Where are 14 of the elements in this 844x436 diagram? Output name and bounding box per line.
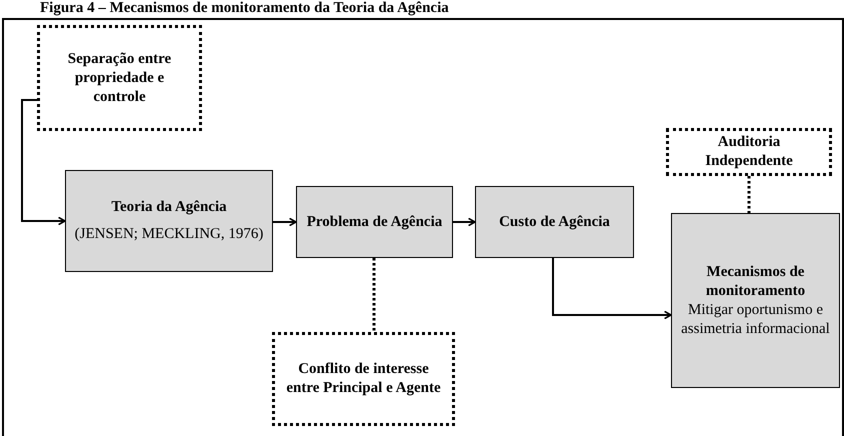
note-box: Conflito de interesse entre Principal e Agente — [272, 332, 455, 426]
note-box: Auditoria Independente — [666, 128, 832, 176]
process-box: Mecanismos de monitoramento Mitigar oportunismo e assimetria informacional — [671, 213, 840, 388]
process-box: Custo de Agência — [475, 186, 634, 258]
figure-title: Figura 4 – Mecanismos de monitoramento da Teoria da Agência — [40, 0, 449, 16]
arrow — [273, 218, 297, 226]
arrow — [21, 99, 66, 226]
process-box: Problema de Agência — [296, 186, 453, 258]
arrow — [453, 218, 476, 226]
note-box: Separação entre propriedade e controle — [37, 25, 202, 131]
arrow — [552, 258, 672, 320]
connector-line — [748, 176, 750, 213]
connector-line — [372, 258, 376, 332]
process-box: Teoria da Agência (JENSEN; MECKLING, 1976) — [65, 170, 273, 272]
